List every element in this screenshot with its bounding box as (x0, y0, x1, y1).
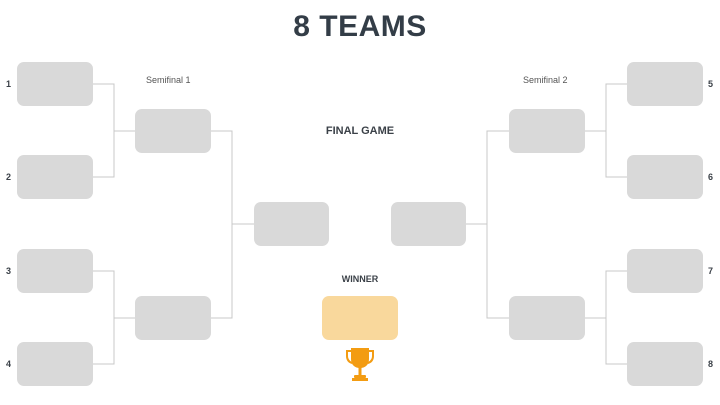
semifinal-2-slot-b[interactable] (509, 296, 585, 340)
page-title: 8 TEAMS (293, 10, 427, 43)
seed-5: 5 (708, 79, 714, 89)
semifinal-2-slot-a[interactable] (509, 109, 585, 153)
seed-4: 4 (6, 359, 12, 369)
semifinal-2-label: Semifinal 2 (523, 75, 568, 85)
seed-3: 3 (6, 266, 12, 276)
winner-slot[interactable] (322, 296, 398, 340)
team-slot-1[interactable] (17, 62, 93, 106)
team-slot-7[interactable] (627, 249, 703, 293)
seed-6: 6 (708, 172, 714, 182)
seed-2: 2 (6, 172, 12, 182)
team-slot-3[interactable] (17, 249, 93, 293)
semifinal-1-slot-a[interactable] (135, 109, 211, 153)
final-game-label: FINAL GAME (325, 125, 395, 137)
team-slot-6[interactable] (627, 155, 703, 199)
seed-1: 1 (6, 79, 12, 89)
semifinal-1-label: Semifinal 1 (146, 75, 191, 85)
team-slot-4[interactable] (17, 342, 93, 386)
seed-7: 7 (708, 266, 714, 276)
semifinal-1-slot-b[interactable] (135, 296, 211, 340)
final-slot-right[interactable] (391, 202, 466, 246)
winner-label: WINNER (341, 274, 379, 284)
trophy-icon (346, 348, 374, 381)
team-slot-2[interactable] (17, 155, 93, 199)
team-slot-5[interactable] (627, 62, 703, 106)
seed-8: 8 (708, 359, 714, 369)
final-slot-left[interactable] (254, 202, 329, 246)
team-slot-8[interactable] (627, 342, 703, 386)
